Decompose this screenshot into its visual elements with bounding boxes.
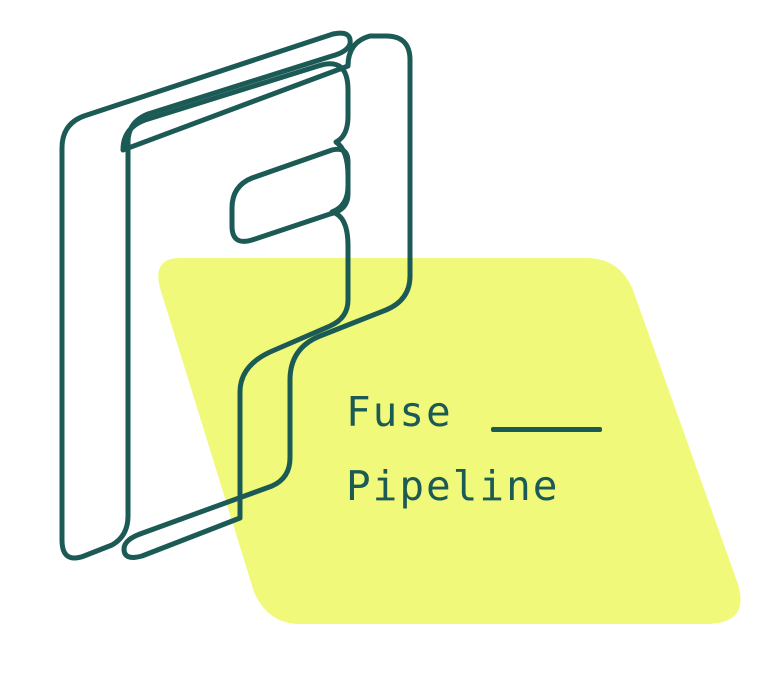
front-f-outline xyxy=(120,33,413,560)
brand-underline-rule xyxy=(491,427,602,432)
backdrop-parallelogram xyxy=(158,258,741,624)
brand-word-pipeline: Pipeline xyxy=(346,462,560,510)
front-f-inner-slot xyxy=(229,146,351,244)
brand-word-fuse: Fuse xyxy=(346,388,453,436)
back-page-outline xyxy=(59,30,353,561)
